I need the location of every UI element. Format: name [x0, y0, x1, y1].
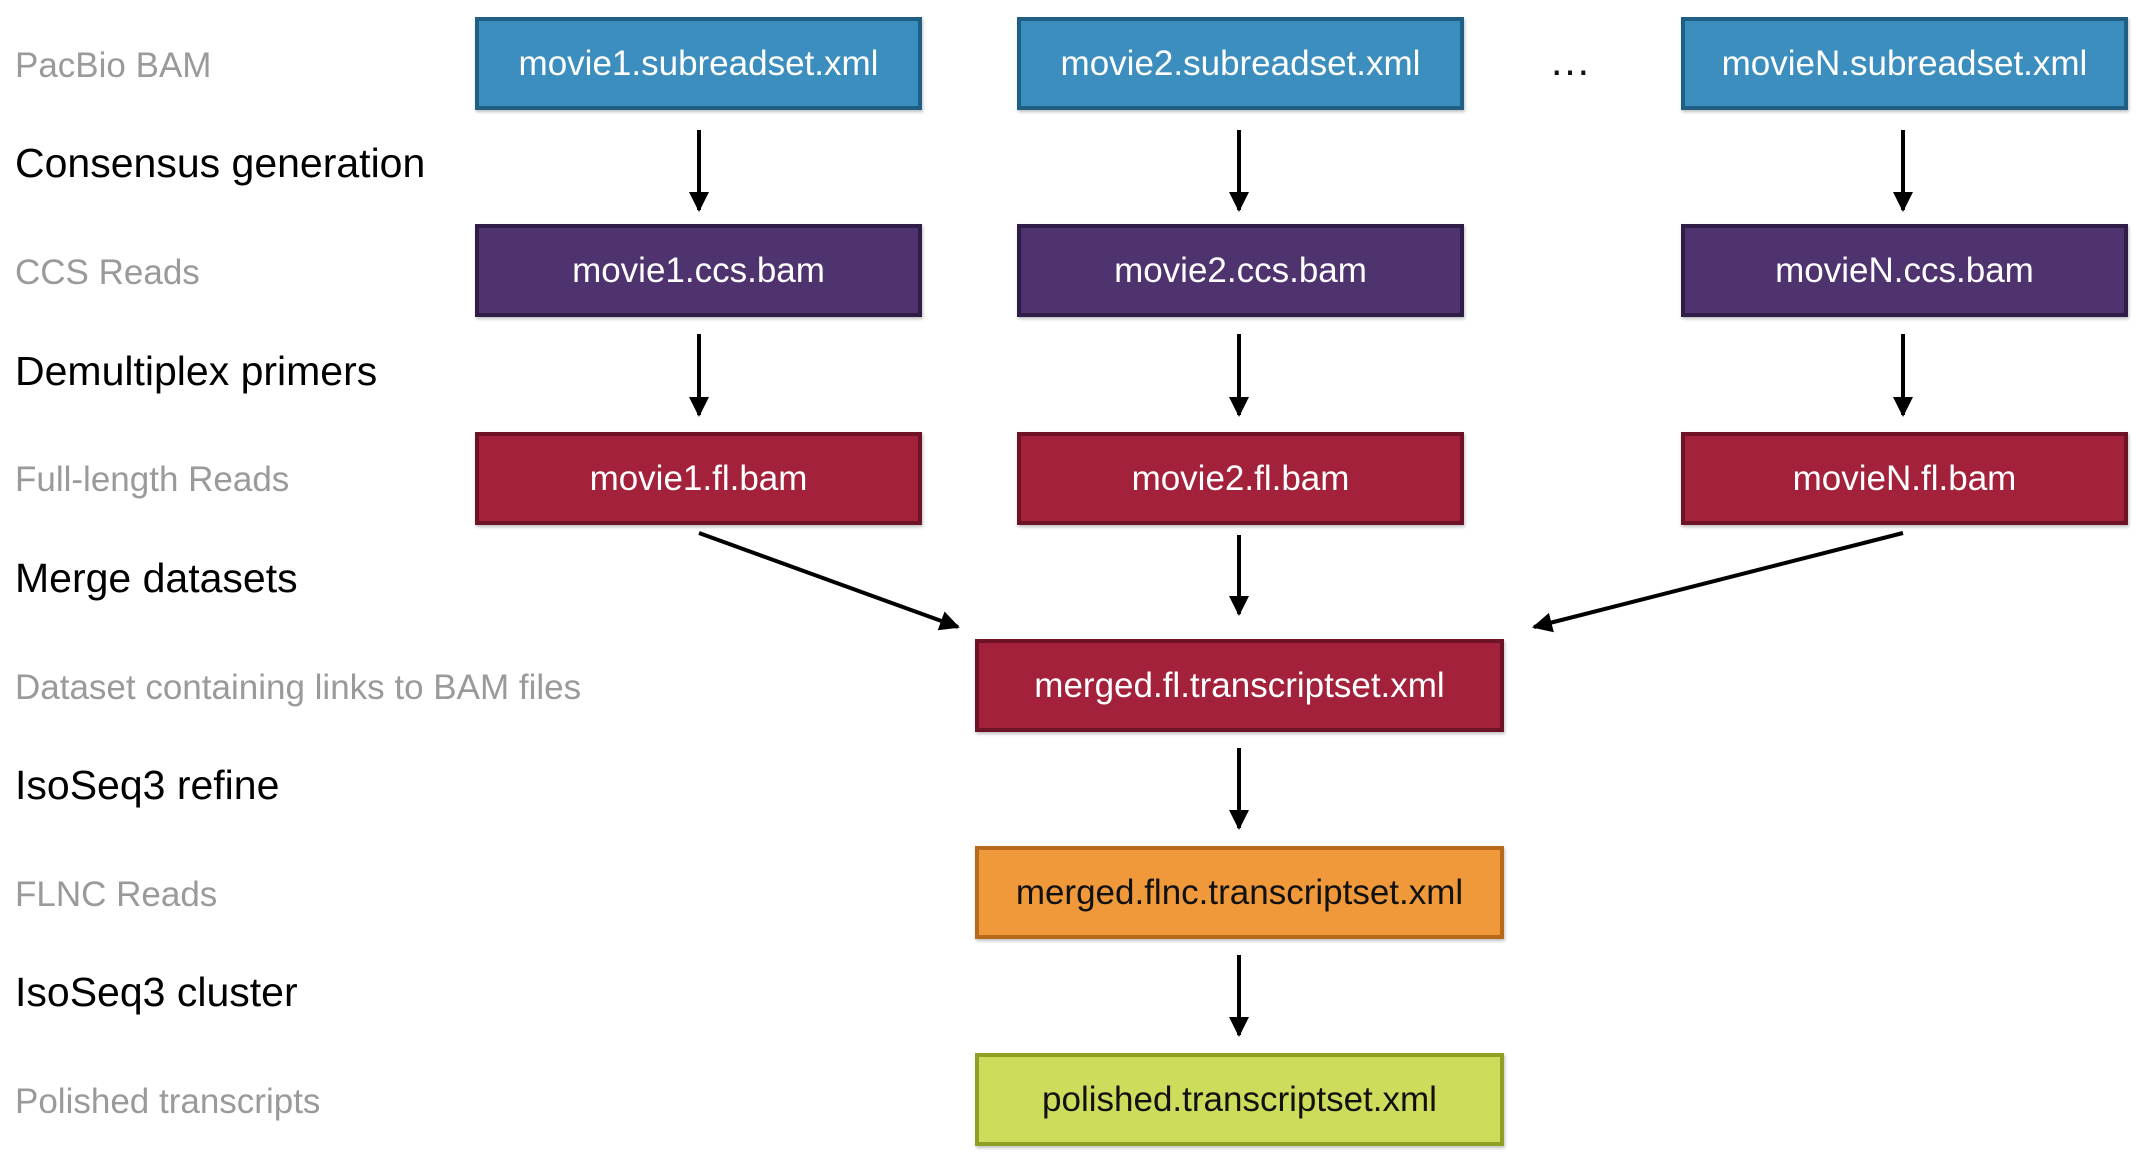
node-movie2-fl: movie2.fl.bam	[1017, 432, 1464, 525]
row-label-flnc-reads: FLNC Reads	[15, 875, 218, 914]
node-polished: polished.transcriptset.xml	[975, 1053, 1504, 1146]
row-label-consensus-generation: Consensus generation	[15, 140, 426, 186]
node-movieN-subreadset: movieN.subreadset.xml	[1681, 17, 2128, 110]
arrow-movie1-fl-to-merged	[698, 531, 960, 631]
node-movie1-subreadset: movie1.subreadset.xml	[475, 17, 922, 110]
node-merged-flnc: merged.flnc.transcriptset.xml	[975, 846, 1504, 939]
node-movie2-ccs: movie2.ccs.bam	[1017, 224, 1464, 317]
node-merged-fl: merged.fl.transcriptset.xml	[975, 639, 1504, 732]
row-label-polished-transcripts: Polished transcripts	[15, 1082, 321, 1121]
node-movieN-fl: movieN.fl.bam	[1681, 432, 2128, 525]
node-movie2-subreadset: movie2.subreadset.xml	[1017, 17, 1464, 110]
row-label-ccs-reads: CCS Reads	[15, 253, 200, 292]
row-label-isoseq3-cluster: IsoSeq3 cluster	[15, 969, 298, 1015]
ellipsis: …	[1549, 37, 1591, 84]
row-label-isoseq3-refine: IsoSeq3 refine	[15, 762, 280, 808]
arrow-movieN-fl-to-merged	[1532, 531, 1904, 633]
row-label-full-length-reads: Full-length Reads	[15, 460, 290, 499]
row-label-dataset-links: Dataset containing links to BAM files	[15, 668, 582, 707]
row-label-demultiplex-primers: Demultiplex primers	[15, 348, 378, 394]
node-movie1-ccs: movie1.ccs.bam	[475, 224, 922, 317]
node-movie1-fl: movie1.fl.bam	[475, 432, 922, 525]
row-label-merge-datasets: Merge datasets	[15, 555, 298, 601]
row-label-pacbio-bam: PacBio BAM	[15, 46, 212, 85]
node-movieN-ccs: movieN.ccs.bam	[1681, 224, 2128, 317]
